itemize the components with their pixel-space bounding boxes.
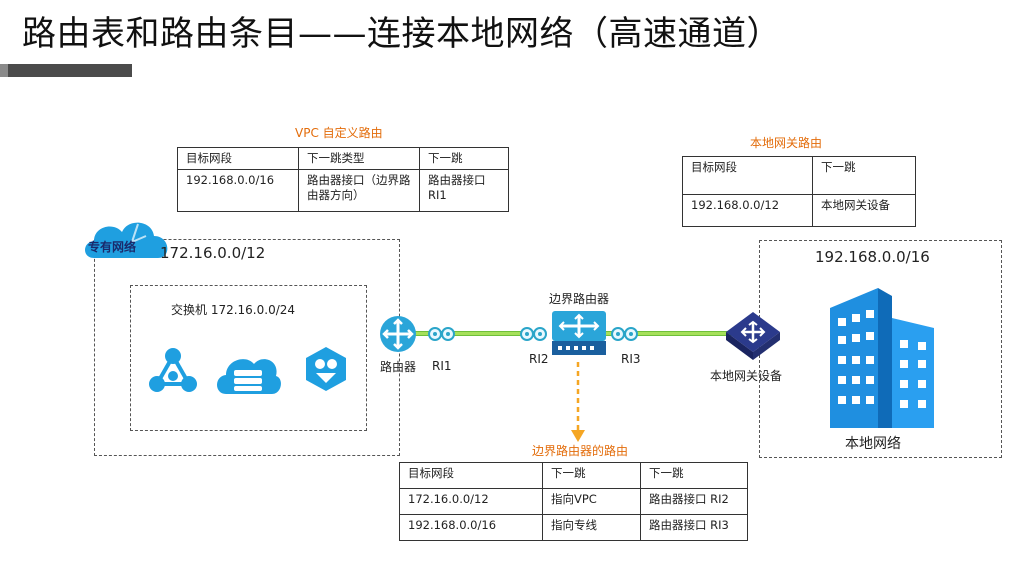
border-table-header-next2: 下一跳 — [640, 462, 748, 489]
vpc-route-table-title: VPC 自定义路由 — [295, 126, 383, 140]
local-table-cell: 本地网关设备 — [812, 194, 916, 227]
local-route-table-title: 本地网关路由 — [750, 136, 823, 150]
ri1-label: RI1 — [432, 359, 452, 373]
vpc-table-cell: 192.168.0.0/16 — [177, 169, 299, 212]
ri3-port-icon — [624, 327, 638, 341]
link-border-gateway — [606, 331, 736, 336]
router-label: 路由器 — [380, 360, 417, 374]
gateway-switch-icon — [726, 312, 780, 360]
border-router-label: 边界路由器 — [549, 292, 610, 306]
gateway-label: 本地网关设备 — [710, 369, 783, 383]
border-table-header-dest: 目标网段 — [399, 462, 543, 489]
border-router-icon — [552, 311, 606, 355]
border-table-cell: 路由器接口 RI3 — [640, 514, 748, 541]
ri3-label: RI3 — [621, 352, 641, 366]
local-table-cell: 192.168.0.0/12 — [682, 194, 813, 227]
vpc-table-header-type: 下一跳类型 — [298, 147, 420, 170]
vpc-table-cell: 路由器接口（边界路由器方向） — [298, 169, 420, 212]
vpc-cidr: 172.16.0.0/12 — [160, 244, 266, 262]
vpc-badge-label: 专有网络 — [88, 240, 137, 254]
ri1-port-icon — [428, 327, 442, 341]
title-underline-bar — [0, 64, 132, 77]
local-table-header-next: 下一跳 — [812, 156, 916, 195]
vpc-table-header-next: 下一跳 — [419, 147, 509, 170]
ri2-port-icon — [520, 327, 534, 341]
local-route-table: 目标网段 下一跳 192.168.0.0/12 本地网关设备 — [682, 156, 916, 227]
cloud-icon — [85, 222, 168, 258]
ri2-port-icon — [533, 327, 547, 341]
router-icon — [380, 316, 416, 352]
border-table-cell: 192.168.0.0/16 — [399, 514, 543, 541]
border-table-cell: 指向VPC — [542, 488, 641, 515]
link-router-border — [398, 331, 526, 336]
border-table-header-next: 下一跳 — [542, 462, 641, 489]
border-table-cell: 指向专线 — [542, 514, 641, 541]
local-network-label: 本地网络 — [845, 436, 901, 452]
border-route-table-title: 边界路由器的路由 — [532, 444, 629, 458]
vpc-table-header-dest: 目标网段 — [177, 147, 299, 170]
switch-region — [130, 285, 367, 431]
border-route-table: 目标网段 下一跳 下一跳 172.16.0.0/12 指向VPC 路由器接口 R… — [399, 462, 748, 541]
page-title: 路由表和路由条目——连接本地网络（高速通道） — [22, 14, 781, 54]
border-table-cell: 路由器接口 RI2 — [640, 488, 748, 515]
hexagon-service-icon — [306, 347, 346, 391]
vpc-route-table: 目标网段 下一跳类型 下一跳 192.168.0.0/16 路由器接口（边界路由… — [177, 147, 509, 212]
vpc-table-cell: 路由器接口RI1 — [419, 169, 509, 212]
ri1-port-icon — [441, 327, 455, 341]
local-table-header-dest: 目标网段 — [682, 156, 813, 195]
border-table-cell: 172.16.0.0/12 — [399, 488, 543, 515]
local-network-cidr: 192.168.0.0/16 — [815, 248, 930, 266]
ri2-label: RI2 — [529, 352, 549, 366]
route-arrow-icon — [571, 362, 585, 442]
ri3-port-icon — [611, 327, 625, 341]
switch-label: 交换机 172.16.0.0/24 — [171, 303, 296, 317]
building-icon — [830, 288, 934, 428]
title-underline-tip — [0, 64, 8, 77]
network-topology-icon — [149, 348, 197, 392]
storage-icon — [217, 359, 281, 394]
